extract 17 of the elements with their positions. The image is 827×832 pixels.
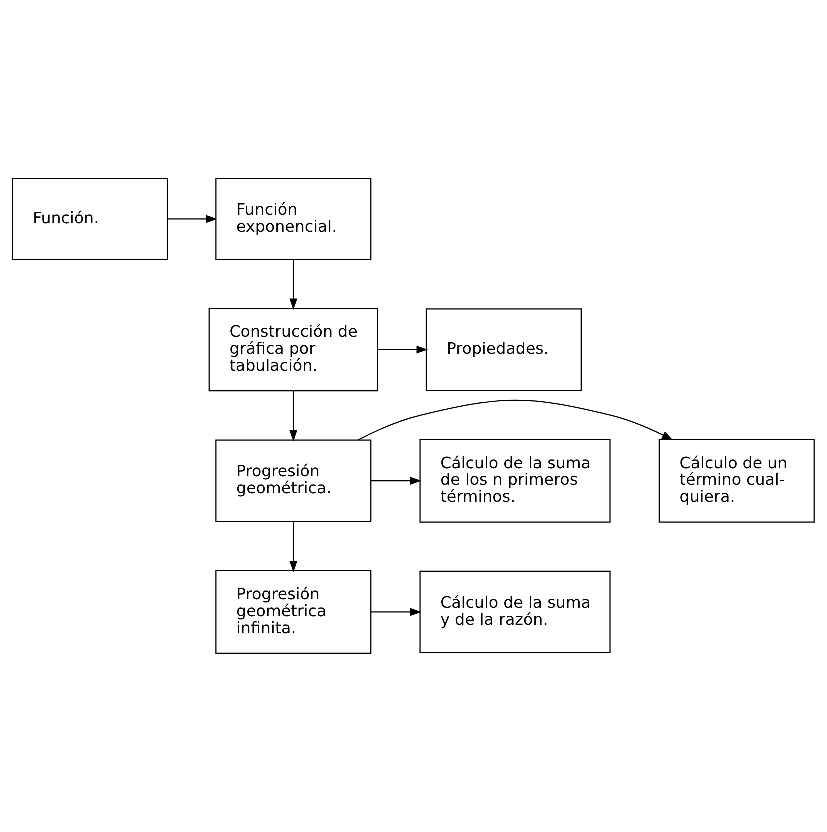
node-box: Función exponencial. — [216, 178, 372, 260]
arrow — [371, 477, 422, 485]
arrow — [358, 400, 674, 441]
node-box: Progresión geométrica infinita. — [216, 570, 372, 654]
node-box: Cálculo de la suma de los n primeros términos. — [420, 439, 611, 523]
node-box: Cálculo de la suma y de la razón. — [420, 570, 611, 654]
arrow — [290, 391, 298, 442]
arrow — [378, 346, 428, 354]
node-box: Cálculo de un término cual- quiera. — [658, 439, 815, 523]
arrow — [290, 522, 298, 573]
node-box: Construcción de gráfica por tabulación. — [208, 308, 378, 392]
arrow — [168, 215, 218, 224]
arrow — [290, 260, 298, 310]
node-box: Función. — [12, 178, 168, 260]
node-box: Progresión geométrica. — [216, 440, 372, 522]
arrow — [371, 608, 422, 616]
node-box: Propiedades. — [426, 308, 582, 392]
